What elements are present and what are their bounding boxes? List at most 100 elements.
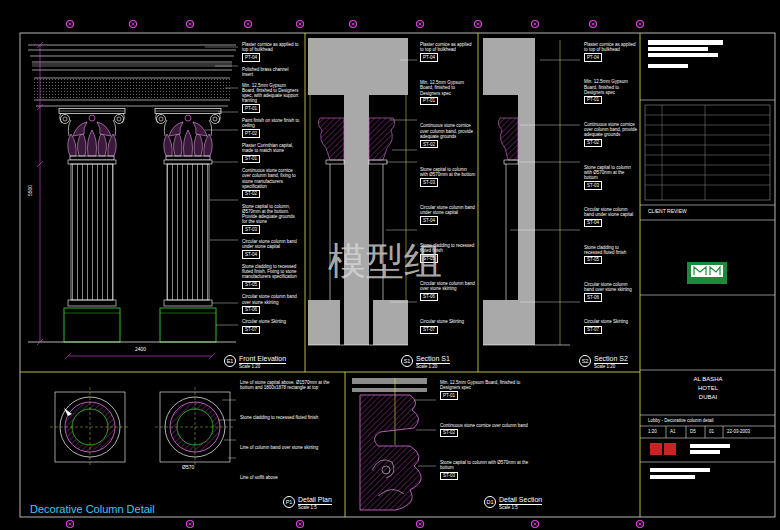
tag-code: ST-06 bbox=[423, 294, 435, 299]
annotation-note: Circular stone Skirting bbox=[242, 319, 300, 324]
tag-code: ST-03 bbox=[443, 473, 455, 478]
callout-tag: ST-01 bbox=[242, 155, 260, 163]
title-block bbox=[648, 53, 718, 57]
title-block bbox=[645, 125, 770, 126]
drawing-title: Decorative Column Detail bbox=[30, 503, 155, 516]
detail-section-drawing bbox=[414, 400, 436, 401]
callout-tag: PT-01 bbox=[420, 97, 438, 105]
tag-code: PT-04 bbox=[587, 55, 599, 60]
tag-code: PT-01 bbox=[423, 98, 435, 103]
table-cell: 22-03-2003 bbox=[727, 429, 750, 434]
grid-marker bbox=[417, 21, 424, 28]
section-s2-drawing bbox=[483, 300, 518, 345]
callout-tag: ST-03 bbox=[420, 178, 438, 186]
view-number: S2 bbox=[579, 355, 591, 367]
front-elevation-drawing bbox=[225, 88, 238, 89]
view-heading-group: Section S2Scale 1:20 bbox=[594, 355, 628, 370]
title-block-text: CLIENT REVIEW bbox=[648, 209, 687, 215]
detail-section-drawing bbox=[360, 395, 421, 510]
front-elevation-drawing bbox=[210, 240, 238, 241]
sheet-frame bbox=[345, 372, 346, 517]
title-block bbox=[690, 450, 720, 454]
section-s2-drawing bbox=[520, 125, 580, 126]
front-elevation-drawing bbox=[34, 79, 230, 99]
section-s2-drawing bbox=[518, 95, 535, 345]
section-s2-drawing bbox=[520, 302, 580, 303]
detail-section-drawing bbox=[414, 400, 436, 466]
front-elevation-drawing bbox=[68, 356, 212, 357]
view-marker: S2Section S2Scale 1:20 bbox=[579, 355, 628, 370]
section-s2-drawing bbox=[510, 60, 580, 302]
title-block bbox=[640, 370, 775, 371]
view-title: Section S2 bbox=[594, 355, 628, 364]
title-block bbox=[691, 265, 723, 277]
detail-section-drawing bbox=[352, 378, 427, 384]
title-block bbox=[650, 443, 662, 455]
title-block bbox=[640, 100, 775, 101]
front-elevation-drawing bbox=[40, 45, 41, 342]
callout-tag: ST-04 bbox=[584, 219, 602, 227]
callout-tag: ST-05 bbox=[584, 256, 602, 264]
title-block bbox=[705, 426, 706, 438]
detail-section-drawing bbox=[416, 430, 436, 431]
view-title: Detail Plan bbox=[298, 496, 332, 505]
detail-section-drawing bbox=[382, 466, 390, 474]
front-elevation-drawing bbox=[64, 313, 120, 314]
title-block bbox=[705, 105, 706, 200]
front-elevation-drawing bbox=[37, 161, 43, 167]
detail-plan-drawing bbox=[90, 387, 91, 467]
front-elevation-drawing bbox=[216, 325, 238, 326]
tag-code: ST-07 bbox=[423, 327, 435, 332]
front-elevation-drawing bbox=[28, 50, 236, 51]
grid-marker bbox=[590, 21, 597, 28]
view-scale: Scale 1:5 bbox=[298, 505, 332, 510]
front-elevation-drawing bbox=[64, 308, 120, 342]
front-elevation-drawing bbox=[205, 130, 238, 131]
front-elevation-drawing bbox=[164, 300, 212, 306]
annotation-note: Min. 12.5mm Gypsum Board, finished to De… bbox=[440, 380, 535, 390]
title-block bbox=[640, 40, 775, 479]
title-block bbox=[648, 47, 708, 51]
front-elevation-drawing bbox=[68, 300, 116, 306]
annotation-note: Circular stone column band under stone c… bbox=[584, 207, 638, 217]
view-heading-group: Detail SectionScale 1:5 bbox=[499, 496, 542, 511]
section-s1-drawing bbox=[373, 300, 408, 345]
section-s1-drawing bbox=[392, 150, 417, 151]
front-elevation-drawing bbox=[155, 109, 221, 161]
tag-code: ST-07 bbox=[245, 327, 257, 332]
section-s1-drawing bbox=[400, 60, 417, 61]
tag-code: ST-05 bbox=[245, 282, 257, 287]
detail-section-drawing bbox=[352, 378, 436, 510]
section-s1-drawing bbox=[369, 160, 387, 164]
sheet-frame bbox=[478, 33, 479, 372]
grid-marker bbox=[245, 21, 252, 28]
callout-tag: ST-06 bbox=[420, 293, 438, 301]
section-s2-drawing bbox=[560, 40, 561, 345]
title-block bbox=[648, 40, 723, 45]
annotation-note: Plaster Corinthian capital, made to matc… bbox=[242, 143, 300, 153]
section-s2-drawing bbox=[520, 162, 580, 163]
detail-plan-drawing bbox=[228, 458, 236, 459]
front-elevation-drawing bbox=[68, 160, 116, 164]
annotation-note: Circular stone column band over stone sk… bbox=[584, 282, 638, 292]
tag-code: ST-02 bbox=[587, 140, 599, 145]
callout-tag: ST-03 bbox=[584, 181, 602, 189]
detail-section-drawing bbox=[372, 460, 404, 496]
section-s1-drawing bbox=[369, 118, 395, 160]
section-s2-drawing bbox=[510, 230, 580, 231]
front-elevation-drawing bbox=[28, 45, 236, 46]
annotation-note: Line of soffit above bbox=[240, 475, 340, 480]
callout-tag: ST-02 bbox=[420, 140, 438, 148]
title-block bbox=[687, 262, 727, 284]
front-elevation-drawing bbox=[212, 162, 238, 163]
sheet-frame bbox=[305, 33, 306, 372]
watermark: 模型组 bbox=[328, 240, 442, 284]
front-elevation-drawing bbox=[30, 56, 234, 57]
tag-code: ST-06 bbox=[245, 307, 257, 312]
callout-tag: PT-01 bbox=[242, 104, 260, 112]
view-number: P1 bbox=[283, 496, 295, 508]
tag-code: ST-01 bbox=[245, 156, 257, 161]
front-elevation-drawing bbox=[37, 339, 43, 345]
title-block bbox=[686, 426, 687, 438]
section-s1-drawing bbox=[344, 95, 369, 345]
